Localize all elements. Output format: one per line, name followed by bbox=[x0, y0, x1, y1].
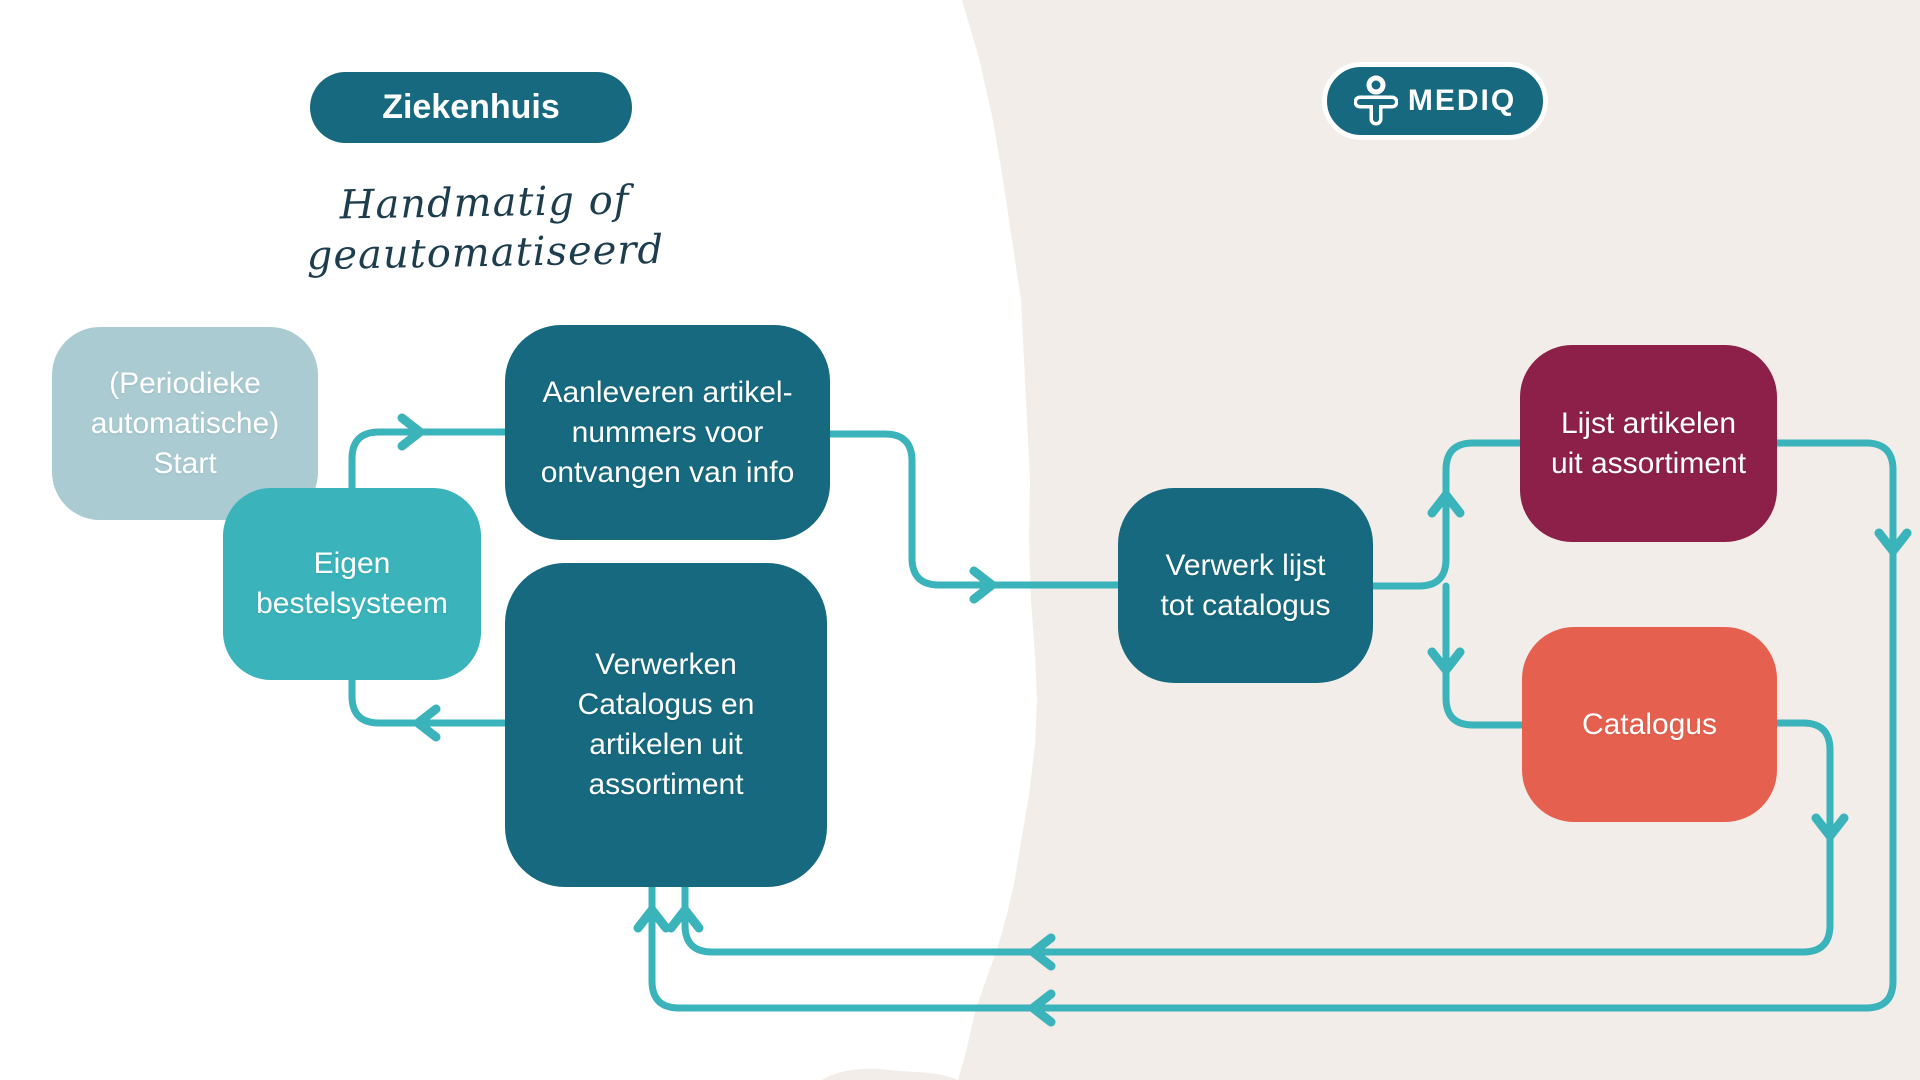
connector-verwerklijst-to-lijst-and-return bbox=[648, 439, 1897, 1012]
node-label-line: bestelsysteem bbox=[256, 587, 448, 620]
mediq-person-icon bbox=[1353, 75, 1398, 126]
node-label-line: Start bbox=[153, 446, 217, 480]
node-label-line: automatische) bbox=[90, 406, 280, 440]
connector-verwerken-to-eigen bbox=[348, 676, 509, 727]
arrowhead-down-icon bbox=[1874, 528, 1912, 556]
ziekenhuis-label-text: Ziekenhuis bbox=[382, 88, 560, 126]
node-label-line: uit assortiment bbox=[1550, 446, 1747, 480]
annotation-line: geautomatiseerd bbox=[306, 226, 665, 280]
arrowhead-left-icon bbox=[413, 704, 441, 742]
node-label-line: (Periodieke bbox=[109, 366, 261, 400]
node-label-line: Eigen bbox=[313, 547, 391, 580]
node-label-line: tot catalogus bbox=[1160, 588, 1331, 622]
connector-aanleveren-to-verwerklijst bbox=[826, 430, 1122, 589]
node-catalogus: Catalogus bbox=[1522, 627, 1777, 822]
handwritten-annotation: Handmatig of geautomatiseerd bbox=[279, 174, 691, 281]
arrowhead-up-icon bbox=[666, 905, 704, 933]
node-label-line: Verwerk lijst bbox=[1165, 548, 1326, 582]
node-label-line: Lijst artikelen bbox=[1560, 406, 1737, 440]
arrowhead-up-icon bbox=[633, 905, 671, 933]
connector-verwerklijst-to-catalogus bbox=[1442, 582, 1526, 729]
arrowhead-down-icon bbox=[1427, 647, 1465, 675]
beige-paper-sliver bbox=[822, 1068, 958, 1080]
node-eigen-bestelsysteem: Eigen bestelsysteem bbox=[223, 488, 481, 680]
node-label-line: Aanleveren artikel- bbox=[542, 375, 793, 409]
annotation-line: Handmatig of bbox=[339, 177, 630, 229]
connector-catalogus-return-to-verwerken bbox=[681, 719, 1834, 956]
node-label-line: Verwerken bbox=[595, 648, 737, 681]
node-label-line: artikelen uit bbox=[589, 728, 743, 761]
arrowhead-left-icon bbox=[1028, 933, 1056, 971]
node-label-line: assortiment bbox=[588, 768, 744, 801]
node-lijst-artikelen-uit-assortiment: Lijst artikelen uit assortiment bbox=[1520, 345, 1777, 542]
mediq-label-text: MEDIQ bbox=[1407, 84, 1517, 117]
arrowhead-right-icon bbox=[969, 566, 997, 604]
node-label-line: nummers voor bbox=[571, 415, 764, 449]
arrowhead-up-icon bbox=[1427, 490, 1465, 518]
connector-eigen-to-aanleveren bbox=[348, 428, 509, 492]
arrowhead-left-icon bbox=[1028, 989, 1056, 1027]
node-verwerken-catalogus: Verwerken Catalogus en artikelen uit ass… bbox=[505, 563, 827, 887]
arrowhead-down-icon bbox=[1811, 813, 1849, 841]
node-label-line: ontvangen van info bbox=[540, 455, 795, 489]
ziekenhuis-lane-label: Ziekenhuis bbox=[310, 72, 632, 143]
node-label-line: Catalogus bbox=[1581, 707, 1718, 741]
node-periodieke-start: (Periodieke automatische) Start bbox=[52, 327, 318, 520]
node-aanleveren-artikelnummers: Aanleveren artikel- nummers voor ontvang… bbox=[505, 325, 830, 540]
arrowhead-right-icon bbox=[397, 413, 425, 451]
node-label-line: Catalogus en bbox=[577, 688, 755, 721]
mediq-lane-label: MEDIQ bbox=[1322, 62, 1548, 140]
node-verwerk-lijst-tot-catalogus: Verwerk lijst tot catalogus bbox=[1118, 488, 1373, 683]
